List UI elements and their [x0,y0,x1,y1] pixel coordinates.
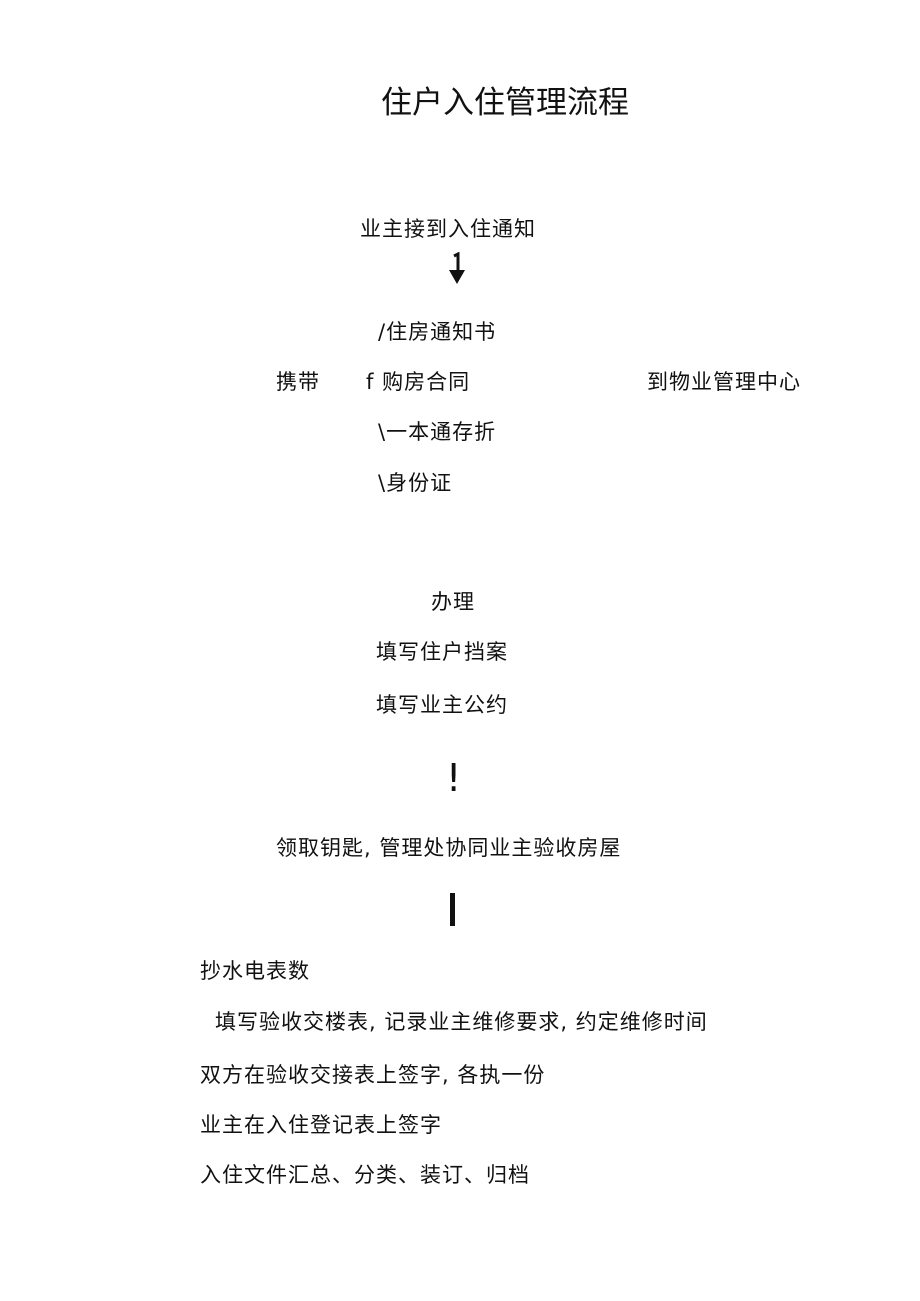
final-item: 填写验收交楼表, 记录业主维修要求, 约定维修时间 [215,1010,708,1034]
final-item: 业主在入住登记表上签字 [200,1113,442,1137]
final-item: 入住文件汇总、分类、装订、归档 [200,1163,530,1187]
page-title: 住户入住管理流程 [381,85,629,121]
down-arrow-icon [449,252,465,284]
step-notice: 业主接到入住通知 [360,217,536,241]
carry-item: \身份证 [378,471,453,495]
final-item: 双方在验收交接表上签字, 各执一份 [200,1063,546,1087]
final-item: 抄水电表数 [200,959,310,983]
handle-item: 填写业主公约 [376,693,508,717]
destination: 到物业管理中心 [647,370,801,394]
handle-label: 办理 [431,590,475,614]
step-keys: 领取钥匙, 管理处协同业主验收房屋 [276,836,622,860]
carry-item: f 购房合同 [366,370,471,394]
connector-line [450,893,455,926]
carry-label: 携带 [276,370,320,394]
connector-mark: ! [446,756,463,800]
carry-item: \一本通存折 [378,420,497,444]
carry-item: /住房通知书 [378,320,497,344]
handle-item: 填写住户挡案 [376,640,508,664]
